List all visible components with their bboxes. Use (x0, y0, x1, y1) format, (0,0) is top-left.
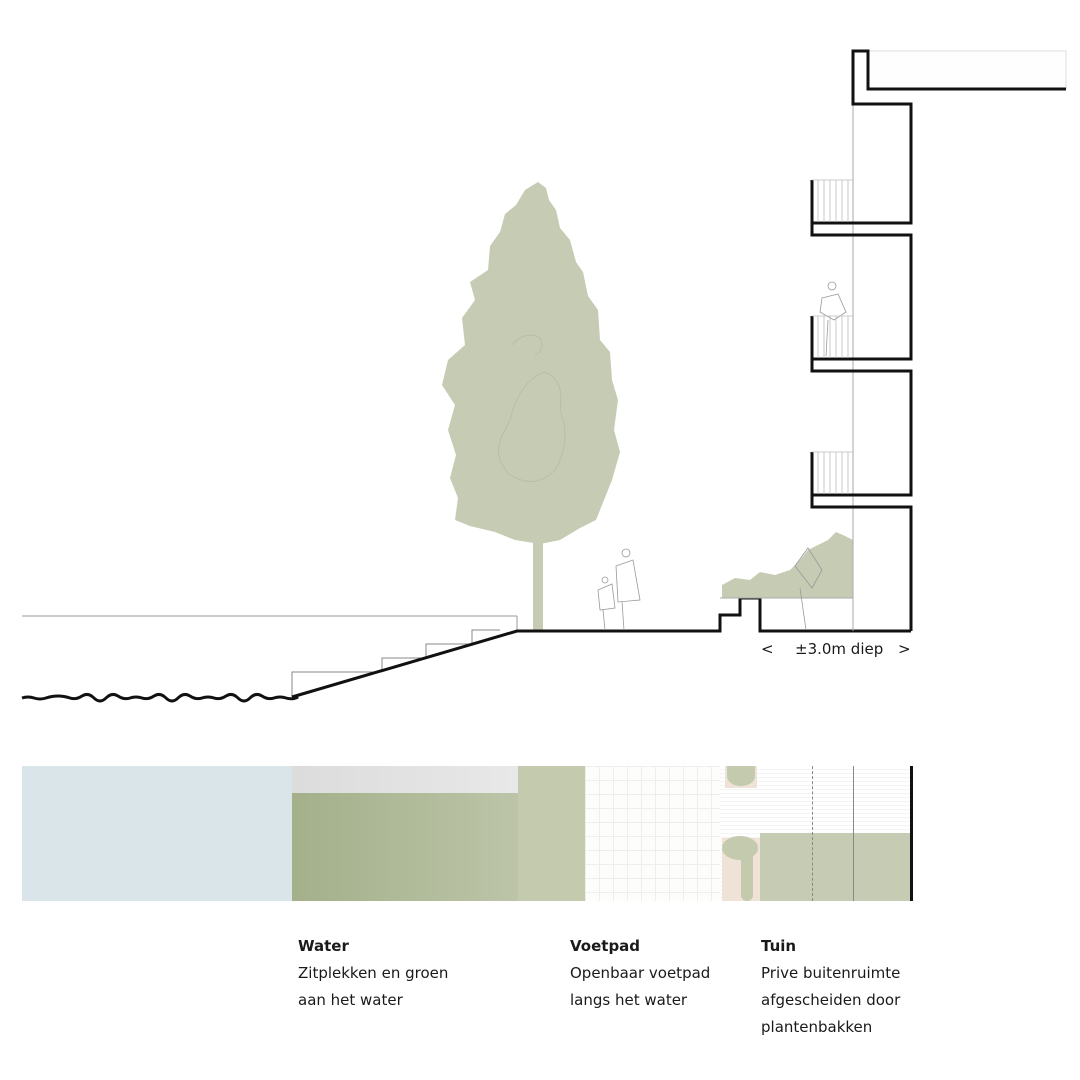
caption-line: Zitplekken en groen (298, 964, 449, 982)
caption-line: Openbaar voetpad (570, 964, 711, 982)
caption-title: Tuin (761, 937, 797, 955)
plan-building-wall (910, 766, 913, 901)
caption-line: langs het water (570, 991, 688, 1009)
caption-title: Voetpad (570, 937, 641, 955)
ground-line (291, 596, 911, 699)
caption-voetpad: Voetpad Openbaar voetpad langs het water (570, 933, 710, 1014)
plan-footpath (585, 766, 720, 901)
plan-green-slope (292, 793, 518, 901)
plan-water (22, 766, 292, 901)
caption-line: Prive buitenruimte (761, 964, 901, 982)
caption-line: aan het water (298, 991, 403, 1009)
dimension-label: ±3.0m diep (795, 640, 884, 658)
caption-title: Water (298, 937, 349, 955)
section-drawing (21, 49, 1067, 703)
shrub-plan-stem (741, 850, 753, 901)
plan-dashed-line (812, 766, 813, 901)
caption-line: plantenbakken (761, 1018, 873, 1036)
seating-steps (291, 629, 500, 697)
plan-garden-lawn (760, 833, 911, 901)
shrub-icon (722, 532, 853, 598)
caption-water: Water Zitplekken en groen aan het water (298, 933, 448, 1014)
water-line (21, 692, 299, 703)
tree-icon (442, 182, 620, 631)
dimension-arrow-right: > (898, 640, 911, 658)
caption-line: afgescheiden door (761, 991, 901, 1009)
plan-facade-line (853, 766, 854, 901)
dimension-arrow-left: < (761, 640, 774, 658)
shrub-plan-top (727, 766, 755, 786)
building-section (810, 49, 1067, 631)
caption-tuin: Tuin Prive buitenruimte afgescheiden doo… (761, 933, 900, 1041)
plan-tree-canopy (518, 766, 585, 901)
plan-steps-terrace (292, 766, 518, 793)
